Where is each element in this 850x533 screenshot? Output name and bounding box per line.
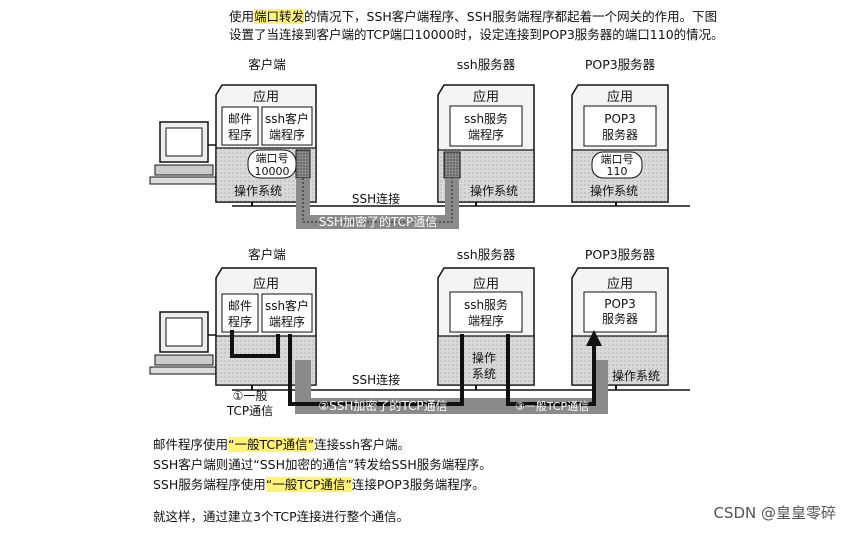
top-pop-app: 应用 — [607, 89, 633, 105]
bottom-ssh-title: ssh服务器 — [457, 247, 516, 262]
top-port-l1: 端口号 — [256, 152, 289, 165]
step1-pipe — [230, 330, 280, 358]
explain-line-1-pre: 邮件程序使用 — [153, 437, 229, 452]
bottom-ssh-os-l1: 操作 — [472, 350, 496, 365]
top-sshs-l2: 端程序 — [468, 127, 504, 142]
step1-l1: ①一般 — [233, 388, 268, 403]
step1-l2: TCP通信 — [226, 404, 273, 418]
step2-pipe — [288, 334, 464, 406]
bottom-sshc-l1: ssh客户 — [265, 298, 309, 313]
step3-pipe — [506, 330, 602, 406]
bottom-ssh-os-l2: 系统 — [472, 367, 496, 381]
watermark: CSDN @皇皇零碎 — [713, 504, 836, 522]
intro-line-2: 设置了当连接到客户端的TCP端口10000时，设定连接到POP3服务器的端口11… — [229, 27, 724, 42]
explain-line-3: SSH服务端程序使用“一般TCP通信”连接POP3服务端程序。 — [153, 476, 485, 494]
top-pop-l2: 服务器 — [602, 127, 638, 142]
top-ssh-conn-label: SSH连接 — [352, 191, 400, 206]
client-box — [215, 84, 317, 203]
intro-line-1-post: 的情况下，SSH客户端程序、SSH服务端程序都起着一个网关的作用。下图 — [304, 9, 718, 24]
bottom-mail-l1: 邮件 — [228, 299, 252, 313]
explain-line-1-post: 连接ssh客户端。 — [314, 437, 411, 452]
top-port110-l2: 110 — [607, 165, 628, 178]
bottom-ssh-app: 应用 — [473, 276, 499, 292]
bottom-pop-title: POP3服务器 — [585, 247, 656, 262]
top-pop-os: 操作系统 — [590, 183, 638, 198]
top-ssh-os: 操作系统 — [470, 183, 518, 198]
top-port110-l1: 端口号 — [601, 153, 634, 166]
top-ssh-tunnel-label: SSH加密了的TCP通信 — [319, 214, 438, 229]
top-client-title: 客户端 — [248, 57, 286, 72]
computer-icon — [149, 311, 217, 375]
explain-line-4: 就这样，通过建立3个TCP连接进行整个通信。 — [153, 509, 410, 524]
top-ssh-title: ssh服务器 — [457, 57, 516, 72]
explain-line-2: SSH客户端则通过“SSH加密的通信”转发给SSH服务端程序。 — [153, 457, 492, 472]
bottom-pop-os: 操作系统 — [612, 368, 660, 383]
intro-line-1: 使用端口转发的情况下，SSH客户端程序、SSH服务端程序都起着一个网关的作用。下… — [229, 8, 717, 26]
intro-line-1-pre: 使用 — [229, 9, 255, 24]
intro-highlight: 端口转发 — [254, 9, 305, 24]
bottom-mail-l2: 程序 — [228, 314, 252, 329]
computer-icon — [149, 121, 217, 185]
bottom-pop-app: 应用 — [607, 276, 633, 292]
explain-line-3-highlight: “一般TCP通信” — [265, 477, 352, 492]
pop3-server-box — [571, 84, 669, 203]
explain-line-3-pre: SSH服务端程序使用 — [153, 477, 266, 492]
top-mail-l2: 程序 — [228, 127, 252, 142]
top-ssh-app: 应用 — [473, 89, 499, 105]
bottom-pop-l2: 服务器 — [602, 311, 638, 326]
bottom-client-title: 客户端 — [248, 247, 286, 262]
top-sshs-l1: ssh服务 — [464, 111, 508, 126]
step3-label: ③一般TCP通信 — [515, 400, 589, 413]
explain-line-1: 邮件程序使用“一般TCP通信”连接ssh客户端。 — [153, 436, 410, 454]
top-client-app: 应用 — [253, 89, 279, 105]
bottom-sshs-l2: 端程序 — [468, 313, 504, 328]
explain-line-3-post: 连接POP3服务端程序。 — [351, 477, 485, 492]
top-pop-l1: POP3 — [604, 112, 636, 126]
bottom-sshs-l1: ssh服务 — [464, 297, 508, 312]
bottom-ssh-conn-label: SSH连接 — [352, 372, 400, 387]
top-sshc-l1: ssh客户 — [265, 111, 309, 126]
top-client-os: 操作系统 — [234, 183, 282, 198]
top-pop-title: POP3服务器 — [585, 57, 656, 72]
bottom-client-app: 应用 — [253, 276, 279, 292]
top-mail-l1: 邮件 — [228, 112, 252, 126]
bottom-pop-l1: POP3 — [604, 297, 636, 311]
explain-line-1-highlight: “一般TCP通信” — [228, 437, 315, 452]
top-sshc-l2: 端程序 — [269, 127, 305, 142]
bottom-sshc-l2: 端程序 — [269, 314, 305, 329]
step2-label: ②SSH加密了的TCP通信 — [318, 398, 447, 413]
top-port-l2: 10000 — [255, 165, 290, 178]
